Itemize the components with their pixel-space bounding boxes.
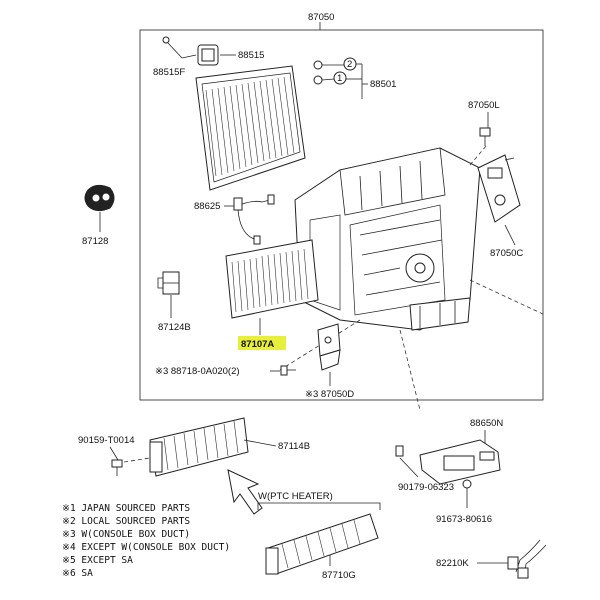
note-3: ※3 W(CONSOLE BOX DUCT) [62, 529, 190, 540]
label-88625: 88625 [194, 201, 220, 212]
label-87050L: 87050L [468, 100, 500, 111]
label-ptc-heater: W(PTC HEATER) [258, 491, 333, 502]
heater-pipe-part [147, 228, 232, 317]
label-88515: 88515 [238, 50, 264, 61]
label-82210K: 82210K [436, 558, 469, 569]
bolt-part [162, 36, 197, 59]
label-87710G: 87710G [322, 570, 356, 581]
note-5: ※5 EXCEPT SA [62, 555, 133, 566]
label-87050D: ※3 87050D [305, 389, 354, 400]
note-6: ※6 SA [62, 568, 93, 579]
note-4: ※4 EXCEPT W(CONSOLE BOX DUCT) [62, 542, 230, 553]
label-87124B: 87124B [158, 322, 191, 333]
expansion-valve-part [197, 44, 219, 66]
direction-arrow-icon [227, 469, 263, 515]
label-87050C: 87050C [490, 248, 523, 259]
highlight-87107A [238, 336, 286, 350]
o-ring-part [313, 57, 357, 85]
label-88501: 88501 [370, 79, 396, 90]
screw-88718-part [280, 365, 296, 376]
label-87128: 87128 [82, 236, 108, 247]
duct-bracket-part [317, 323, 341, 371]
assembly-frame [139, 29, 544, 401]
label-87050: 87050 [308, 12, 334, 23]
label-90159: 90159-T0014 [78, 435, 135, 446]
ptc-heater-part [149, 417, 249, 477]
label-87107A: 87107A [241, 339, 274, 350]
note-2: ※2 LOCAL SOURCED PARTS [62, 516, 190, 527]
label-91673: 91673-80616 [436, 514, 492, 525]
heater-core-part [225, 239, 319, 319]
label-88515F: 88515F [153, 67, 185, 78]
screw-part [479, 127, 491, 146]
wire-harness-part [507, 539, 547, 579]
screw-90159-part [111, 459, 123, 476]
nut-90179-part [395, 445, 404, 457]
note-1: ※1 JAPAN SOURCED PARTS [62, 503, 190, 514]
label-90179: 90179-06323 [398, 482, 454, 493]
clamp-part [157, 271, 180, 295]
grommet-part [84, 184, 115, 212]
heater-unit-case-part [294, 147, 481, 331]
label-87114B: 87114B [278, 441, 310, 452]
ptc-heater-element-part [265, 513, 379, 575]
label-88650N: 88650N [470, 418, 503, 429]
controller-part [419, 439, 501, 485]
thermistor-wire-part [233, 194, 275, 245]
actuator-part [477, 154, 521, 223]
circle-label-2: 2 [347, 59, 352, 70]
evaporator-core-part [195, 65, 306, 191]
label-88718: ※3 88718-0A020(2) [155, 366, 240, 377]
bolt-91673-part [462, 479, 472, 508]
circle-label-1: 1 [337, 73, 342, 84]
